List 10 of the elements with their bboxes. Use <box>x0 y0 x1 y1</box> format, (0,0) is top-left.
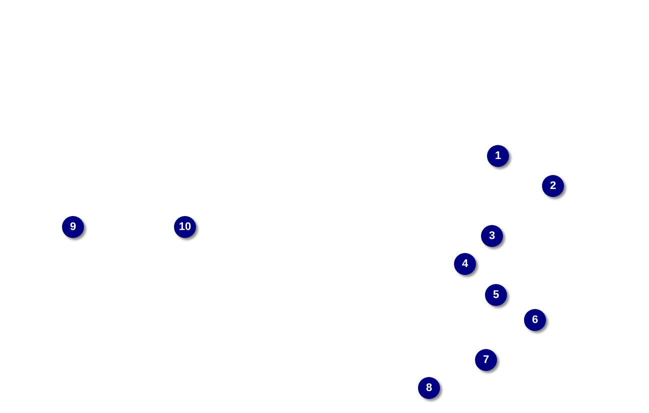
callout-number: 6 <box>524 309 546 331</box>
callout-number: 5 <box>485 284 507 306</box>
callout-number: 9 <box>62 216 84 238</box>
callout-number: 1 <box>487 145 509 167</box>
callout-number: 2 <box>542 175 564 197</box>
callout-number: 10 <box>174 216 196 238</box>
callout-number: 7 <box>475 349 497 371</box>
callout-number: 4 <box>454 253 476 275</box>
callout-number: 8 <box>418 377 440 399</box>
callout-number: 3 <box>481 225 503 247</box>
